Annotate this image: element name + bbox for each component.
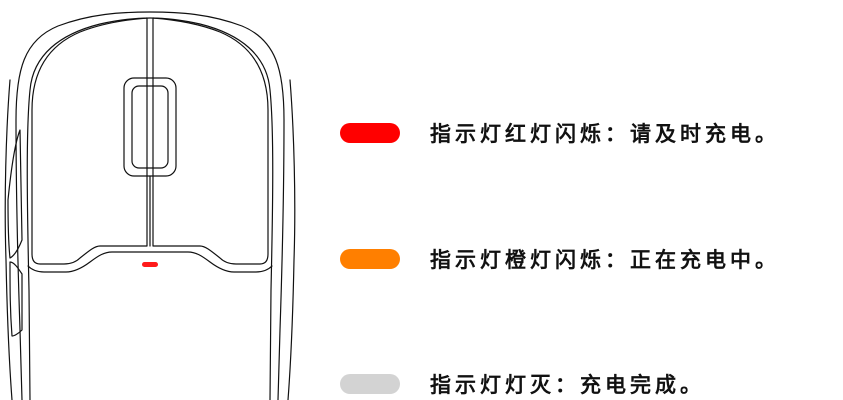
legend-text-off: 指示灯灯灭：充电完成。	[430, 373, 705, 397]
legend-text-orange: 指示灯橙灯闪烁：正在充电中。	[430, 248, 780, 272]
mouse-illustration	[4, 11, 296, 400]
left-side-button-upper	[7, 129, 23, 259]
mouse-body-outline	[15, 11, 285, 400]
off-indicator-swatch	[340, 374, 400, 394]
legend-row-orange: 指示灯橙灯闪烁：正在充电中。	[340, 244, 780, 274]
mouse-shell-inner	[26, 17, 274, 400]
left-side-button-lower	[9, 261, 23, 337]
lower-shell-seam	[27, 251, 273, 273]
legend-row-red: 指示灯红灯闪烁：请及时充电。	[340, 118, 780, 148]
right-side-edge	[287, 79, 296, 400]
legend-row-off: 指示灯灯灭：充电完成。	[340, 369, 705, 399]
left-side-edge	[4, 79, 13, 400]
red-indicator-swatch	[340, 123, 400, 143]
orange-indicator-swatch	[340, 249, 400, 269]
legend-text-red: 指示灯红灯闪烁：请及时充电。	[430, 122, 780, 146]
scroll-wheel	[131, 85, 169, 169]
left-click-button	[31, 17, 148, 265]
right-click-button	[152, 17, 269, 265]
indicator-light	[142, 262, 158, 267]
